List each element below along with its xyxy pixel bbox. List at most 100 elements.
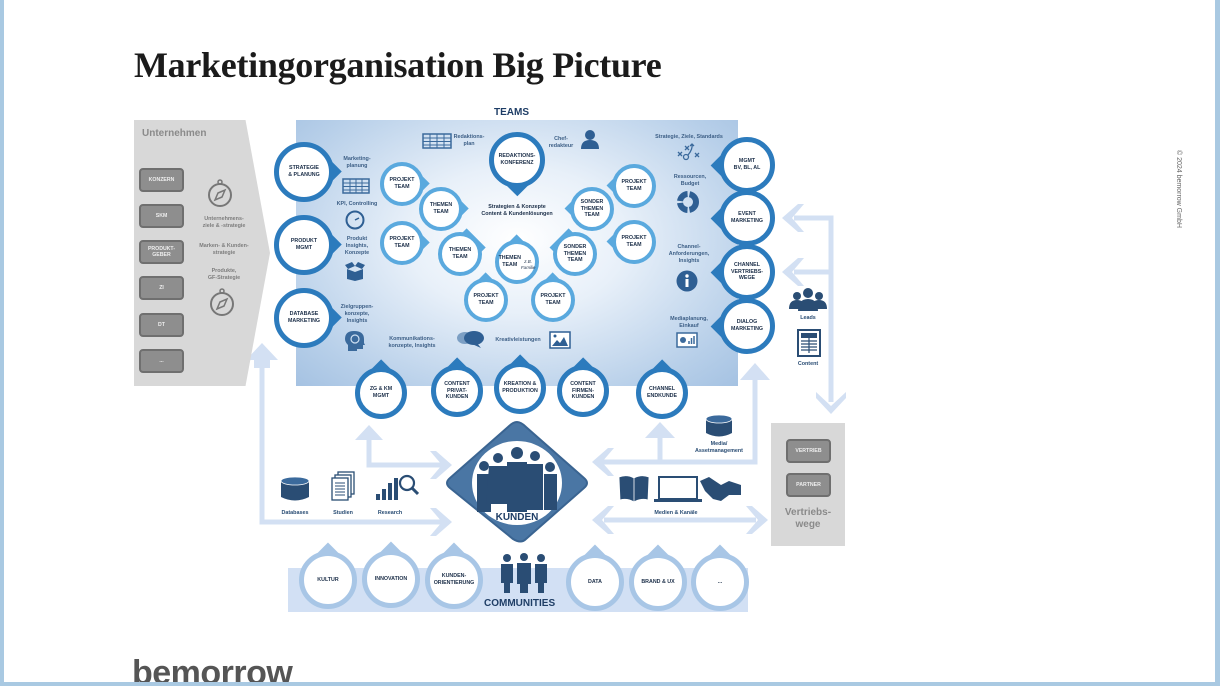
node-label: PROJEKT TEAM: [380, 221, 424, 265]
node-label: KUNDEN- ORIENTIERUNG: [425, 551, 483, 609]
team-node-1[interactable]: PROJEKT TEAM: [380, 162, 431, 206]
research-chart-icon: [376, 474, 419, 500]
label-marketingplanung: Marketing- planung: [343, 156, 371, 169]
node-label: ZG & KM MGMT: [355, 367, 407, 419]
unternehmen-btn-skm[interactable]: SKM: [139, 204, 184, 228]
node-label: PROJEKT TEAM: [464, 278, 508, 322]
document-icon: [797, 329, 821, 357]
community-node-3[interactable]: DATA: [566, 544, 624, 611]
kunden-label: KUNDEN: [495, 512, 539, 523]
team-note: z.B. Familie: [520, 259, 536, 270]
node-label: DATABASE MARKETING: [274, 288, 334, 348]
partner-button[interactable]: PARTNER: [786, 473, 831, 497]
database-icon: [280, 476, 310, 501]
bottom-node-3[interactable]: CONTENT FIRMEN- KUNDEN: [557, 357, 609, 417]
node-label: PROJEKT TEAM: [380, 162, 424, 206]
page-title: Marketingorganisation Big Picture: [134, 45, 662, 85]
unternehmen-btn-more[interactable]: ...: [139, 349, 184, 373]
left-node-1[interactable]: PRODUKT MGMT: [274, 215, 343, 275]
node-label: DIALOG MARKETING: [719, 298, 775, 354]
community-node-2[interactable]: KUNDEN- ORIENTIERUNG: [425, 542, 483, 609]
community-people-icon: [501, 553, 547, 593]
team-node-2[interactable]: THEMEN TEAM: [419, 187, 470, 231]
bemorrow-logo: bemorrow: [132, 654, 293, 686]
right-node-1[interactable]: EVENT MARKETING: [711, 190, 775, 246]
node-label: ...: [691, 553, 749, 611]
node-label: MGMT BV, BL, AL: [719, 137, 775, 193]
unternehmen-btn-dt[interactable]: DT: [139, 313, 184, 337]
team-node-4[interactable]: THEMEN TEAM: [438, 228, 486, 276]
teams-center-text: Strategien & Konzepte Content & Kundenlö…: [481, 204, 553, 217]
community-node-4[interactable]: BRAND & UX: [629, 544, 687, 611]
node-label: THEMEN TEAM: [438, 232, 482, 276]
label-medien-kanaele: Medien & Kanäle: [654, 510, 698, 516]
label-mediaplanung: Mediaplanung, Einkauf: [670, 316, 708, 329]
bottom-node-2[interactable]: KREATION & PRODUKTION: [494, 354, 546, 414]
left-node-2[interactable]: DATABASE MARKETING: [274, 288, 343, 348]
box-icon: [345, 262, 365, 281]
donut-chart-icon: [677, 191, 699, 213]
label-produkt-insights: Produkt Insights, Konzepte: [344, 236, 370, 256]
team-node-9[interactable]: SONDER THEMEN TEAM: [563, 187, 614, 231]
node-label: STRATEGIE & PLANUNG: [274, 142, 334, 202]
person-icon: [581, 130, 599, 149]
node-label: THEMEN TEAM: [419, 187, 463, 231]
team-node-3[interactable]: PROJEKT TEAM: [380, 221, 431, 265]
label-zielgruppen: Zielgruppen- konzepte, Insights: [340, 304, 374, 324]
node-label: CHANNEL ENDKUNDE: [636, 367, 688, 419]
head-icon: [345, 331, 365, 351]
table-icon: [342, 178, 370, 194]
image-icon: [549, 331, 571, 349]
gauge-icon: [345, 210, 365, 230]
label-leads: Leads: [800, 315, 816, 321]
team-node-8[interactable]: SONDER THEMEN TEAM: [549, 228, 597, 276]
label-databases: Databases: [281, 510, 309, 516]
team-node-5[interactable]: THEMEN TEAM z.B. Familie: [495, 233, 539, 284]
unternehmen-btn-produktgeber[interactable]: PRODUKT- GEBER: [139, 240, 184, 264]
bottom-node-0[interactable]: ZG & KM MGMT: [355, 359, 407, 419]
node-label: DATA: [566, 553, 624, 611]
team-node-6[interactable]: PROJEKT TEAM: [464, 271, 508, 322]
community-node-1[interactable]: INNOVATION: [362, 541, 420, 608]
teams-title: TEAMS: [494, 107, 529, 118]
kunden-diamond[interactable]: [444, 420, 590, 546]
chat-icon: [457, 331, 484, 348]
team-node-11[interactable]: PROJEKT TEAM: [605, 220, 656, 264]
label-research: Research: [377, 510, 403, 516]
label-kpi: KPI, Controlling: [336, 201, 378, 207]
label-content: Content: [797, 361, 819, 367]
unternehmen-btn-konzern[interactable]: KONZERN: [139, 168, 184, 192]
node-label: EVENT MARKETING: [719, 190, 775, 246]
bottom-node-4[interactable]: CHANNEL ENDKUNDE: [636, 359, 688, 419]
node-label: INNOVATION: [362, 550, 420, 608]
unternehmen-btn-zi[interactable]: ZI: [139, 276, 184, 300]
leads-group-icon: [789, 288, 827, 311]
vertrieb-button[interactable]: VERTRIEB: [786, 439, 831, 463]
node-label: CONTENT PRIVAT- KUNDEN: [431, 365, 483, 417]
node-label: THEMEN TEAM z.B. Familie: [495, 240, 539, 284]
label-media-asset: Media/ Assetmanagement: [695, 441, 743, 454]
book-icon: [618, 475, 650, 503]
arrow-left-loop: [259, 360, 442, 525]
team-node-10[interactable]: PROJEKT TEAM: [605, 164, 656, 208]
laptop-icon: [654, 476, 702, 502]
node-label: PRODUKT MGMT: [274, 215, 334, 275]
label-unternehmensziele: Unternehmens- ziele & -strategie: [202, 216, 246, 229]
team-node-7[interactable]: PROJEKT TEAM: [531, 271, 575, 322]
community-node-5[interactable]: ...: [691, 544, 749, 611]
team-node-0[interactable]: REDAKTIONS- KONFERENZ: [489, 132, 545, 196]
bottom-node-1[interactable]: CONTENT PRIVAT- KUNDEN: [431, 357, 483, 417]
node-label: SONDER THEMEN TEAM: [570, 187, 614, 231]
handshake-icon: [700, 477, 741, 501]
label-studien: Studien: [333, 510, 353, 516]
right-node-3[interactable]: DIALOG MARKETING: [711, 298, 775, 354]
node-label: KULTUR: [299, 551, 357, 609]
right-node-0[interactable]: MGMT BV, BL, AL: [711, 137, 775, 193]
community-node-0[interactable]: KULTUR: [299, 542, 357, 609]
label-chefredakteur: Chef- redakteur: [548, 136, 574, 149]
tactics-icon: [677, 143, 700, 161]
right-node-2[interactable]: CHANNEL VERTRIEBS- WEGE: [711, 244, 775, 300]
node-label: PROJEKT TEAM: [612, 164, 656, 208]
label-ressourcen: Ressourcen, Budget: [673, 174, 707, 187]
left-node-0[interactable]: STRATEGIE & PLANUNG: [274, 142, 343, 202]
